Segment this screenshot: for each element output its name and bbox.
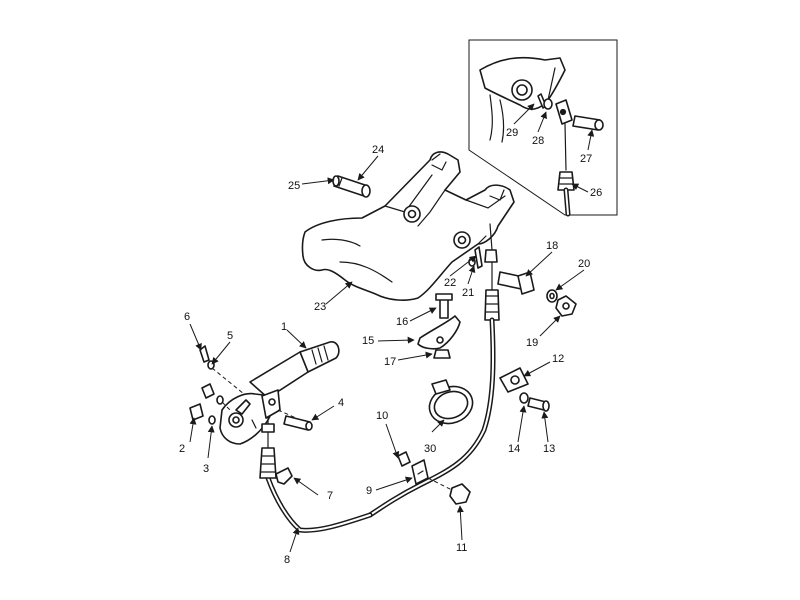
callout-21: 21 — [462, 287, 474, 299]
callout-16: 16 — [396, 316, 408, 328]
callout-10: 10 — [376, 410, 388, 422]
small-parts-left — [189, 345, 245, 425]
handbrake-lever-1 — [219, 341, 340, 445]
callout-11: 11 — [456, 542, 467, 554]
callout-19: 19 — [526, 337, 538, 349]
callout-6: 6 — [184, 311, 190, 323]
callout-23: 23 — [314, 301, 326, 313]
callout-15: 15 — [362, 335, 374, 347]
bracket-9 — [397, 451, 471, 505]
callout-27: 27 — [580, 153, 592, 165]
cable-clip-7 — [275, 467, 293, 485]
inset-detail — [468, 39, 618, 217]
callout-9: 9 — [366, 485, 372, 497]
callout-3: 3 — [203, 463, 209, 475]
callout-12: 12 — [552, 353, 564, 365]
callout-24: 24 — [372, 144, 384, 156]
callout-7: 7 — [327, 490, 333, 502]
hose-clamp-30 — [428, 379, 474, 425]
bolt-18-washer-20-nut-19 — [497, 271, 577, 317]
pin-4 — [283, 415, 313, 431]
callout-18: 18 — [546, 240, 558, 252]
callout-2: 2 — [179, 443, 185, 455]
callout-29: 29 — [506, 127, 518, 139]
callout-25: 25 — [288, 180, 300, 192]
callout-5: 5 — [227, 330, 233, 342]
callout-20: 20 — [578, 258, 590, 270]
callout-14: 14 — [508, 443, 520, 455]
callout-1: 1 — [281, 321, 287, 333]
callout-30: 30 — [424, 443, 436, 455]
callout-leaders — [189, 103, 595, 553]
callout-26: 26 — [590, 187, 602, 199]
callout-28: 28 — [532, 135, 544, 147]
callout-4: 4 — [338, 397, 344, 409]
callout-labels: 1 2 3 4 5 6 7 8 9 10 11 12 13 14 15 16 1… — [179, 127, 602, 566]
callout-13: 13 — [543, 443, 555, 455]
callout-22: 22 — [444, 277, 456, 289]
cable-clip-12 — [499, 367, 550, 412]
yoke-bracket-23 — [301, 151, 515, 301]
brake-cable-8 — [259, 261, 500, 533]
callout-17: 17 — [384, 356, 396, 368]
bracket-15 — [417, 293, 461, 359]
callout-8: 8 — [284, 554, 290, 566]
pin-24 — [332, 175, 371, 198]
